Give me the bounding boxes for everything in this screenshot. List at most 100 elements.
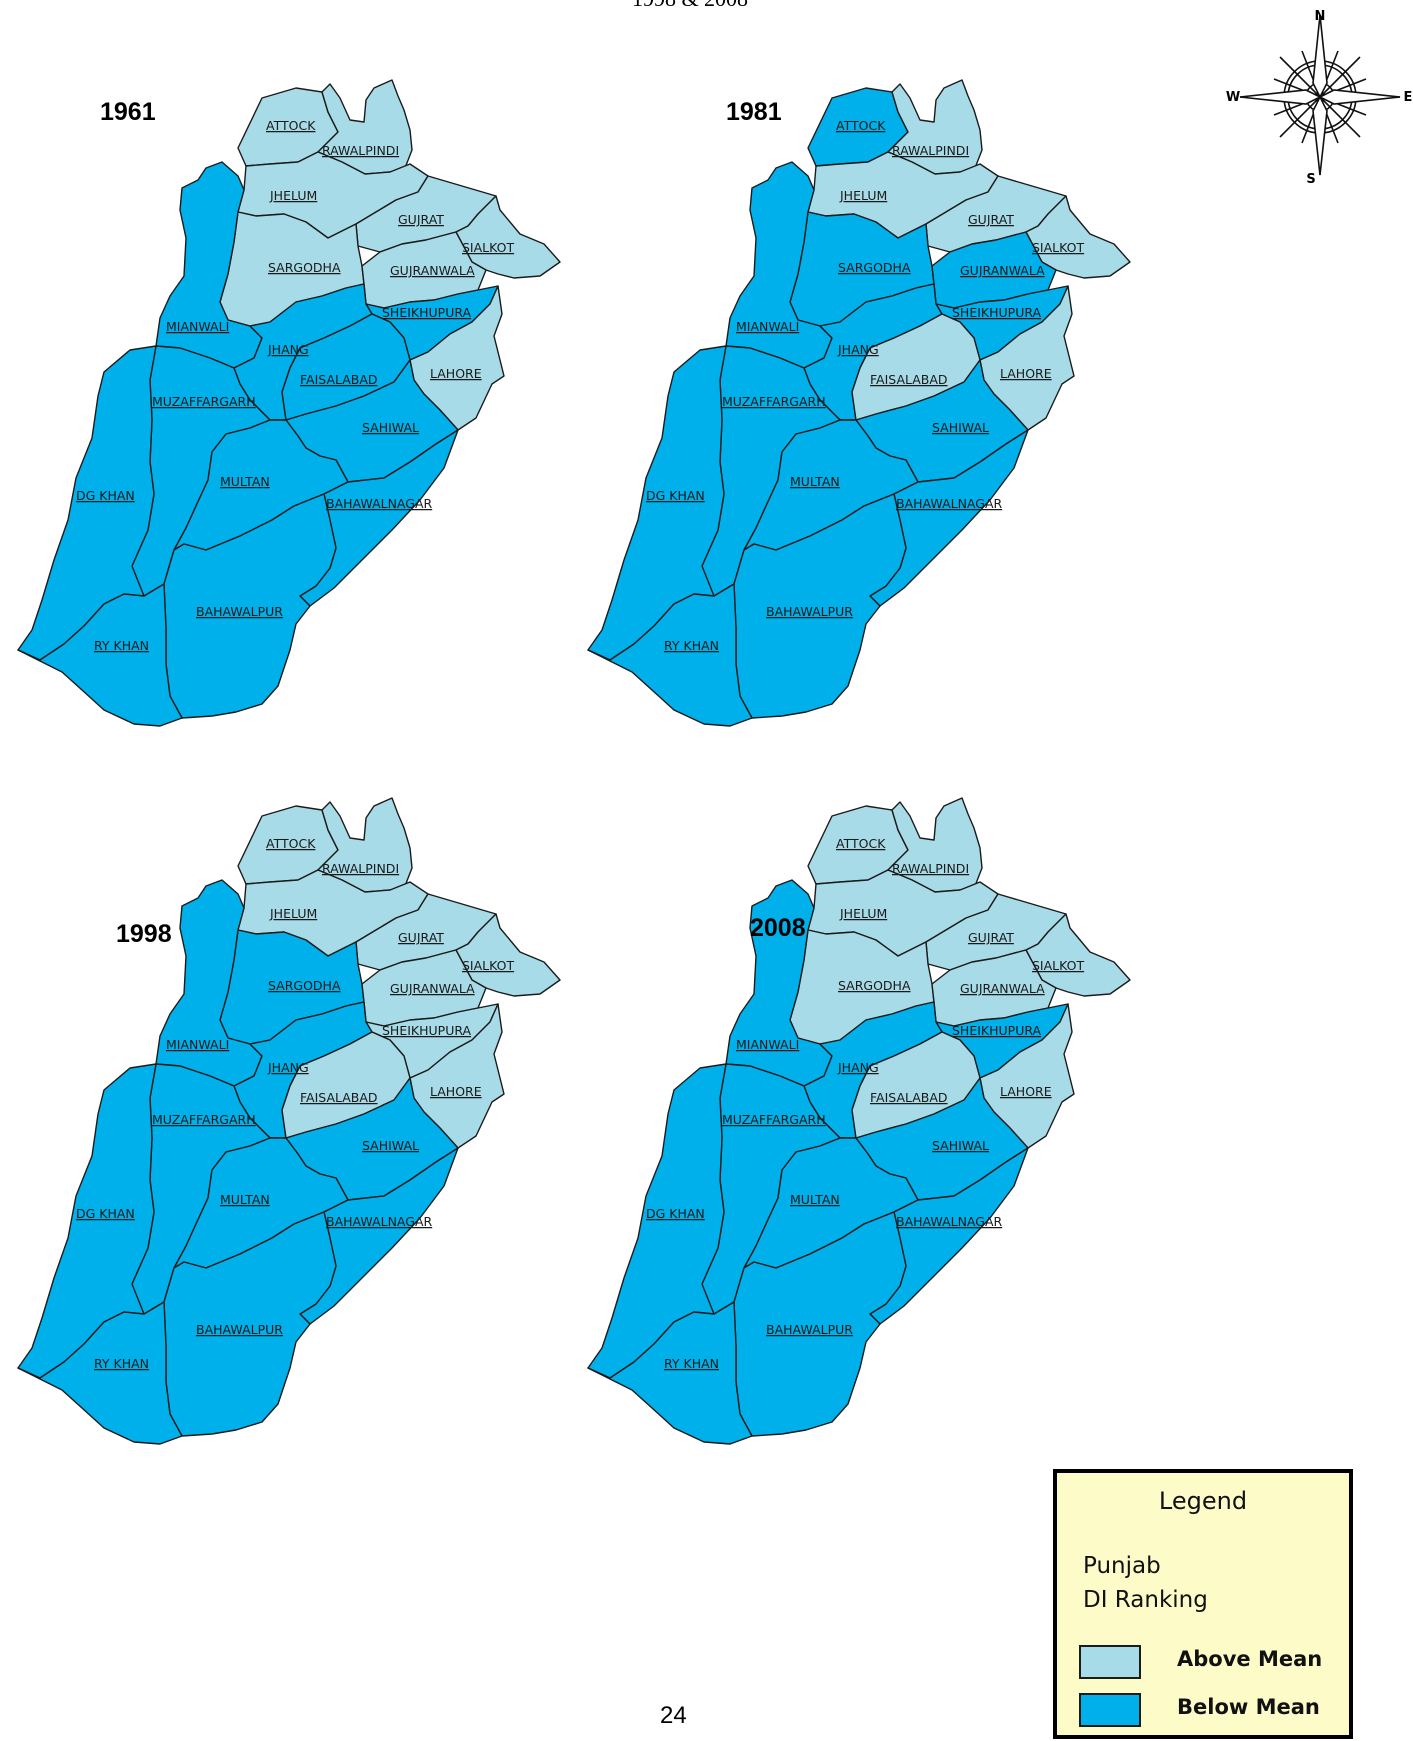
district-label-gujrat: GUJRAT	[398, 212, 444, 227]
district-label-sialkot: SIALKOT	[462, 958, 514, 973]
map-legend: Legend Punjab DI Ranking Above Mean Belo…	[1053, 1469, 1353, 1739]
district-label-sargodha: SARGODHA	[838, 260, 911, 275]
header-text: 1998 & 2008	[560, 0, 820, 12]
district-label-bahawalnagar: BAHAWALNAGAR	[326, 1214, 433, 1229]
district-label-sargodha: SARGODHA	[268, 260, 341, 275]
district-label-multan: MULTAN	[220, 1192, 270, 1207]
district-label-dgkhan: DG KHAN	[646, 1206, 705, 1221]
legend-title: Legend	[1158, 1487, 1248, 1515]
district-label-faisalabad: FAISALABAD	[300, 1090, 378, 1105]
district-sialkot	[1025, 913, 1131, 997]
district-label-jhang: JHANG	[267, 342, 309, 357]
district-label-sialkot: SIALKOT	[462, 240, 514, 255]
district-label-multan: MULTAN	[790, 1192, 840, 1207]
district-sialkot	[455, 913, 561, 997]
district-label-gujranwala: GUJRANWALA	[960, 981, 1045, 996]
district-label-muzaffargarh: MUZAFFARGARH	[722, 1112, 826, 1127]
district-label-mianwali: MIANWALI	[166, 319, 229, 334]
district-label-bahawalnagar: BAHAWALNAGAR	[896, 1214, 1003, 1229]
map-year-label: 1961	[100, 98, 156, 126]
district-label-lahore: LAHORE	[430, 366, 482, 381]
legend-item-label: Below Mean	[1177, 1695, 1320, 1719]
district-label-gujrat: GUJRAT	[968, 212, 1014, 227]
legend-subtitle: Punjab DI Ranking	[1083, 1549, 1208, 1617]
district-label-bahawalpur: BAHAWALPUR	[766, 604, 853, 619]
district-label-rykhan: RY KHAN	[94, 1356, 149, 1371]
map-panel-1998: ATTOCK RAWALPINDI JHELUM GUJRAT SIALKOT SARGO…	[0, 718, 640, 1488]
district-label-gujranwala: GUJRANWALA	[960, 263, 1045, 278]
map-year-label: 1981	[726, 98, 782, 126]
district-label-bahawalpur: BAHAWALPUR	[196, 604, 283, 619]
district-label-jhang: JHANG	[837, 1060, 879, 1075]
district-label-sheikhupura: SHEIKHUPURA	[952, 305, 1042, 320]
district-label-rawalpindi: RAWALPINDI	[322, 861, 399, 876]
legend-swatch-below-mean	[1079, 1693, 1141, 1727]
district-label-attock: ATTOCK	[266, 118, 316, 133]
district-label-faisalabad: FAISALABAD	[870, 1090, 948, 1105]
district-label-sargodha: SARGODHA	[268, 978, 341, 993]
legend-subtitle-line1: Punjab	[1083, 1553, 1161, 1579]
district-label-jhelum: JHELUM	[269, 906, 317, 921]
district-label-gujrat: GUJRAT	[398, 930, 444, 945]
district-sialkot	[1025, 195, 1131, 279]
district-label-muzaffargarh: MUZAFFARGARH	[152, 394, 256, 409]
district-label-mianwali: MIANWALI	[736, 1037, 799, 1052]
district-label-jhang: JHANG	[267, 1060, 309, 1075]
district-label-bahawalnagar: BAHAWALNAGAR	[326, 496, 433, 511]
district-sialkot	[455, 195, 561, 279]
district-label-sargodha: SARGODHA	[838, 978, 911, 993]
page-number: 24	[660, 1702, 687, 1729]
district-label-lahore: LAHORE	[1000, 366, 1052, 381]
punjab-district-map: ATTOCK RAWALPINDI JHELUM GUJRAT SIALKOT SARGO…	[17, 797, 561, 1445]
punjab-district-map: ATTOCK RAWALPINDI JHELUM GUJRAT SIALKOT SARGO…	[587, 797, 1131, 1445]
district-label-jhelum: JHELUM	[269, 188, 317, 203]
district-label-sheikhupura: SHEIKHUPURA	[952, 1023, 1042, 1038]
compass-south-label: S	[1306, 172, 1315, 187]
district-label-gujranwala: GUJRANWALA	[390, 263, 475, 278]
district-label-dgkhan: DG KHAN	[646, 488, 705, 503]
district-label-bahawalpur: BAHAWALPUR	[766, 1322, 853, 1337]
map-panel-2008: ATTOCK RAWALPINDI JHELUM GUJRAT SIALKOT SARGO…	[570, 718, 1210, 1488]
district-label-lahore: LAHORE	[1000, 1084, 1052, 1099]
district-label-faisalabad: FAISALABAD	[870, 372, 948, 387]
district-label-gujranwala: GUJRANWALA	[390, 981, 475, 996]
district-rykhan	[587, 1301, 753, 1445]
district-label-mianwali: MIANWALI	[736, 319, 799, 334]
district-label-sahiwal: SAHIWAL	[932, 420, 989, 435]
district-label-lahore: LAHORE	[430, 1084, 482, 1099]
district-label-bahawalnagar: BAHAWALNAGAR	[896, 496, 1003, 511]
district-label-multan: MULTAN	[220, 474, 270, 489]
district-label-faisalabad: FAISALABAD	[300, 372, 378, 387]
district-label-dgkhan: DG KHAN	[76, 1206, 135, 1221]
legend-swatch-above-mean	[1079, 1645, 1141, 1679]
district-label-bahawalpur: BAHAWALPUR	[196, 1322, 283, 1337]
district-label-sheikhupura: SHEIKHUPURA	[382, 1023, 472, 1038]
punjab-district-map: ATTOCKRAWALPINDIJHELUMGUJRATSIALKOTSARGO…	[587, 79, 1131, 727]
district-label-jhang: JHANG	[837, 342, 879, 357]
district-label-sahiwal: SAHIWAL	[362, 420, 419, 435]
compass-rose-icon: N S W E	[1226, 9, 1413, 187]
district-label-gujrat: GUJRAT	[968, 930, 1014, 945]
district-label-sialkot: SIALKOT	[1032, 240, 1084, 255]
district-label-rawalpindi: RAWALPINDI	[892, 861, 969, 876]
district-label-sahiwal: SAHIWAL	[932, 1138, 989, 1153]
district-label-sialkot: SIALKOT	[1032, 958, 1084, 973]
district-label-jhelum: JHELUM	[839, 188, 887, 203]
district-label-attock: ATTOCK	[266, 836, 316, 851]
district-label-jhelum: JHELUM	[839, 906, 887, 921]
district-label-mianwali: MIANWALI	[166, 1037, 229, 1052]
district-label-muzaffargarh: MUZAFFARGARH	[722, 394, 826, 409]
legend-item-label: Above Mean	[1177, 1647, 1323, 1671]
district-rykhan	[17, 1301, 183, 1445]
district-label-multan: MULTAN	[790, 474, 840, 489]
district-rykhan	[17, 583, 183, 727]
district-label-sheikhupura: SHEIKHUPURA	[382, 305, 472, 320]
district-label-rawalpindi: RAWALPINDI	[322, 143, 399, 158]
district-label-rykhan: RY KHAN	[664, 638, 719, 653]
punjab-district-map: ATTOCK RAWALPINDI JHELUM GUJRAT SIALKOT SARGO…	[17, 79, 561, 727]
district-label-attock: ATTOCK	[836, 836, 886, 851]
district-label-attock: ATTOCK	[836, 118, 886, 133]
compass-west-label: W	[1226, 90, 1240, 105]
legend-subtitle-line2: DI Ranking	[1083, 1587, 1208, 1613]
district-rykhan	[587, 583, 753, 727]
